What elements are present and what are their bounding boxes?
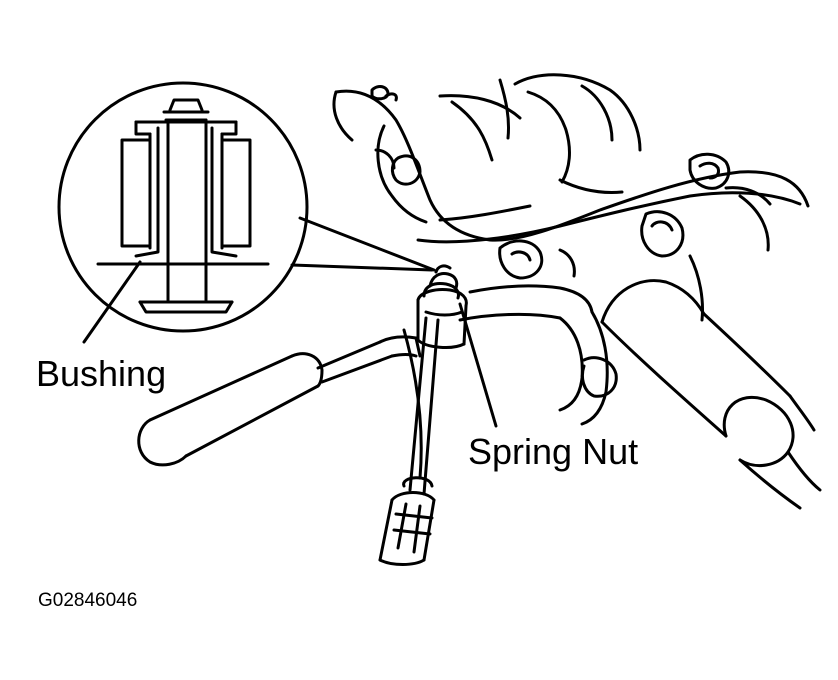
figure-id: G02846046 [38, 590, 137, 611]
steering-knuckle [332, 73, 810, 426]
spring-nut-label: Spring Nut [468, 431, 638, 472]
bushing-leader-line [82, 260, 142, 344]
wrench-icon [137, 335, 422, 467]
drive-shaft [600, 279, 822, 510]
screwdriver-icon [378, 316, 440, 566]
bushing-label: Bushing [36, 353, 166, 394]
bushing-inset-icon [57, 81, 436, 333]
spring-nut-leader-line [458, 302, 498, 428]
